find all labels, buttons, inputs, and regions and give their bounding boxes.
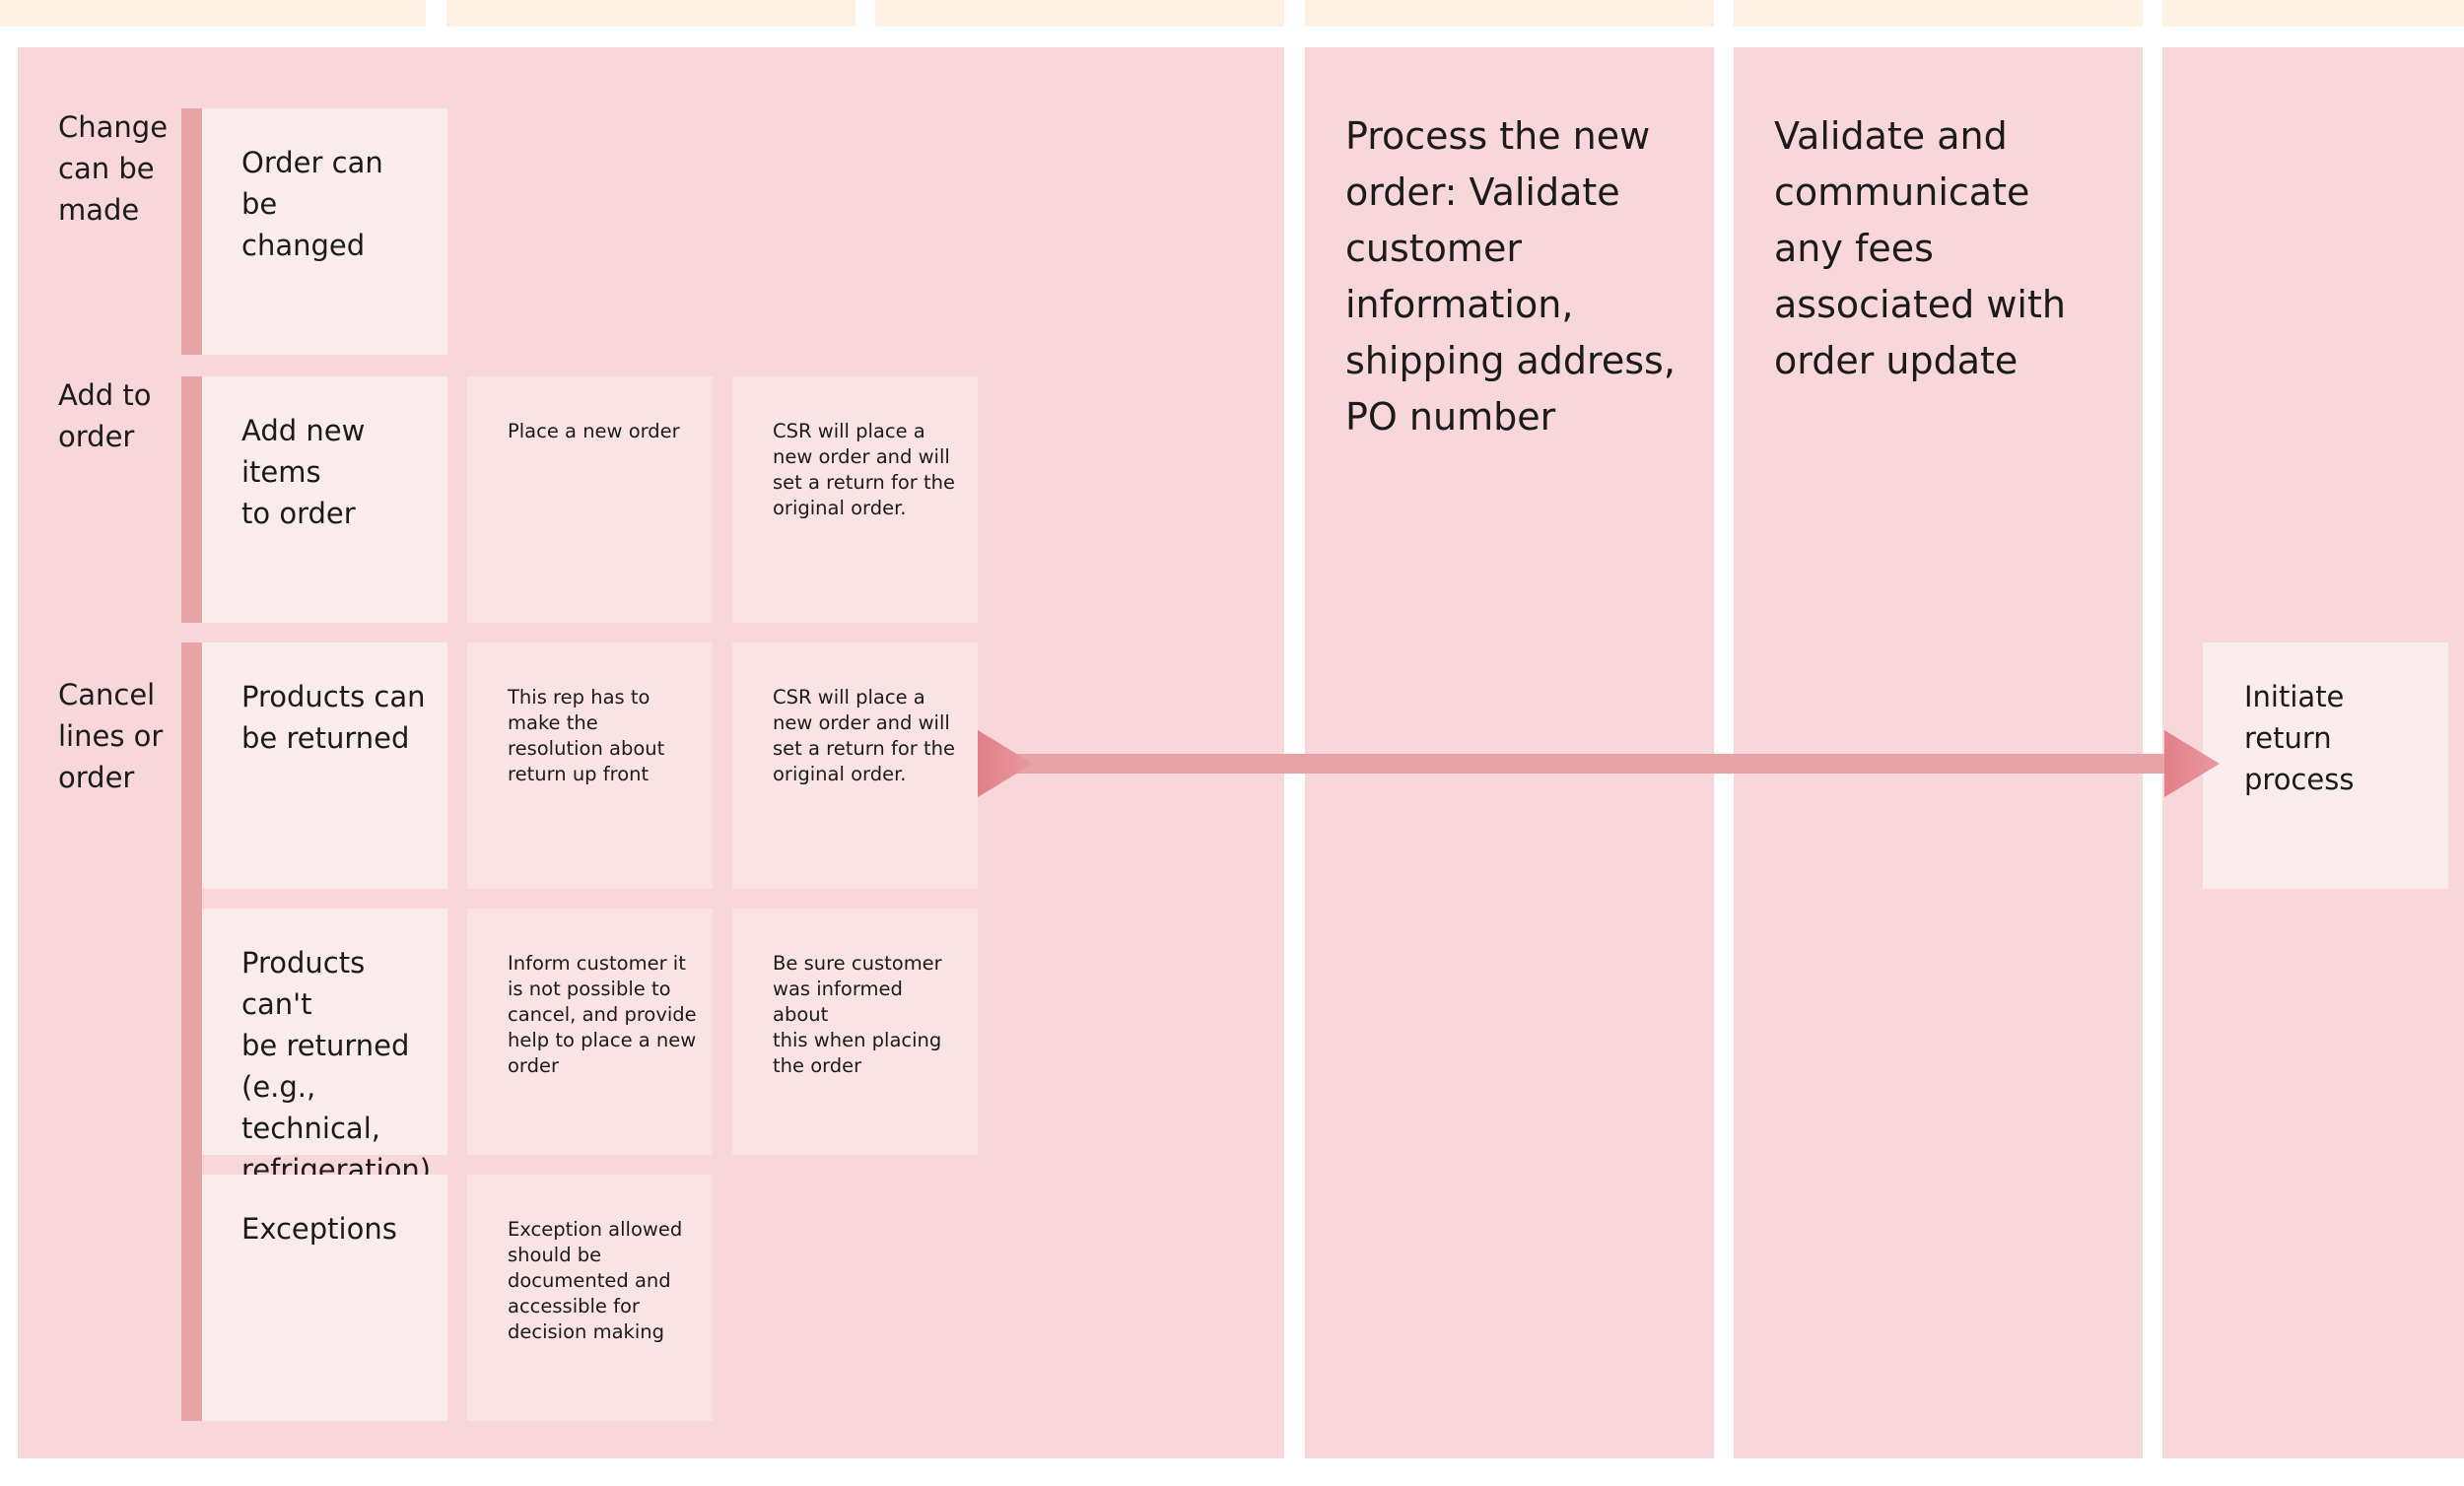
card-inform-customer: Inform customer it is not possible to ca… (467, 909, 713, 1155)
header-strip-6 (2162, 0, 2464, 27)
row-bar-cancel (181, 642, 202, 1421)
card-be-sure-customer-informed: Be sure customer was informed about this… (732, 909, 978, 1155)
card-exception-allowed: Exception allowed should be documented a… (467, 1175, 713, 1421)
card-products-can-be-returned: Products can be returned (202, 642, 447, 889)
lane-text-validate-fees: Validate and communicate any fees associ… (1774, 114, 2066, 382)
row-label-add: Add to order (58, 378, 152, 453)
lane-text-process-new-order: Process the new order: Validate customer… (1345, 114, 1676, 439)
header-strip-5 (1734, 0, 2143, 27)
row-bar-add (181, 376, 202, 623)
row-bar-change (181, 108, 202, 355)
card-initiate-return: Initiate return process (2203, 642, 2448, 889)
connector-end-arrowhead (2164, 730, 2220, 797)
connector-start-arrowhead (978, 730, 1033, 797)
card-exceptions: Exceptions (202, 1175, 447, 1421)
card-rep-resolution: This rep has to make the resolution abou… (467, 642, 713, 889)
card-csr-new-order-cancel: CSR will place a new order and will set … (732, 642, 978, 889)
header-strip-4 (1305, 0, 1714, 27)
card-add-new-items: Add new items to order (202, 376, 447, 623)
card-place-new-order: Place a new order (467, 376, 713, 623)
header-strip-1 (0, 0, 426, 27)
row-label-cancel: Cancel lines or order (58, 678, 164, 794)
card-csr-new-order-add: CSR will place a new order and will set … (732, 376, 978, 623)
header-strip-3 (875, 0, 1284, 27)
connector-line (1013, 754, 2172, 774)
row-label-change: Change can be made (58, 110, 169, 227)
card-order-can-be-changed: Order can be changed (202, 108, 447, 355)
card-products-cant-be-returned: Products can't be returned (e.g., techni… (202, 909, 447, 1186)
lane-process-new-order (1305, 47, 1714, 1458)
lane-validate-fees (1734, 47, 2143, 1458)
header-strip-2 (446, 0, 856, 27)
